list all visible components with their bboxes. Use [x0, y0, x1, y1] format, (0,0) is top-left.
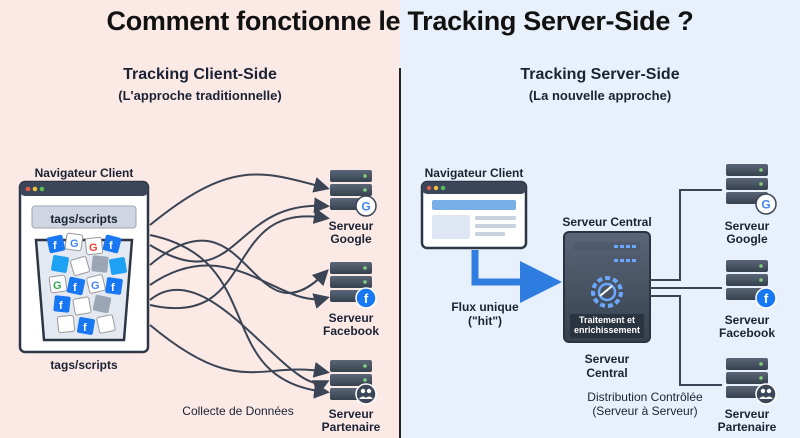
svg-text:G: G	[70, 238, 79, 250]
single-flow-arrow	[471, 250, 562, 303]
svg-text:f: f	[111, 282, 115, 294]
client-side-heading: Tracking Client-Side	[123, 66, 277, 83]
partner-icon	[359, 388, 373, 399]
facebook-icon: f	[764, 291, 769, 306]
page-title: Comment fonctionne le Tracking Server-Si…	[106, 6, 694, 36]
distribution-lines	[650, 189, 722, 386]
google-icon: G	[761, 198, 770, 212]
left-server-facebook: f	[330, 262, 377, 309]
right-server-google: G	[726, 164, 777, 215]
facebook-icon: f	[364, 291, 369, 306]
server-side-browser-window	[420, 180, 528, 250]
client-browser-label: Navigateur Client	[34, 166, 134, 180]
panel-divider	[399, 68, 401, 438]
tags-scripts-bottom-label: tags/scripts	[50, 358, 118, 372]
tangled-data-arrows	[149, 173, 330, 399]
svg-text:f: f	[83, 322, 87, 334]
svg-text:G: G	[89, 242, 98, 254]
left-server-google: G	[330, 170, 377, 217]
tag-tiles: f f G G f f f f G G	[46, 232, 127, 335]
right-server-facebook: f	[726, 260, 777, 309]
tags-scripts-top-label: tags/scripts	[50, 212, 118, 226]
controlled-distribution-label: Distribution Contrôlée(Serveur à Serveur…	[587, 390, 703, 418]
partner-icon	[759, 388, 773, 399]
left-server-partner	[330, 360, 377, 405]
central-server	[563, 231, 651, 343]
svg-text:f: f	[59, 300, 63, 312]
tags-bucket: f f G G f f f f G G	[34, 232, 134, 342]
server-side-heading: Tracking Server-Side	[520, 66, 680, 83]
gear-icon	[591, 276, 623, 308]
svg-text:G: G	[53, 280, 62, 292]
right-server-partner	[726, 358, 777, 405]
server-side-subheading: (La nouvelle approche)	[528, 88, 672, 103]
svg-text:f: f	[109, 240, 113, 252]
single-flow-label: Flux unique("hit")	[451, 300, 519, 328]
central-server-top-label: Serveur Central	[562, 215, 652, 229]
svg-text:f: f	[53, 240, 57, 252]
data-collection-label: Collecte de Données	[182, 404, 294, 418]
client-side-subheading: (L'approche traditionnelle)	[118, 88, 282, 103]
server-side-browser-label: Navigateur Client	[424, 166, 524, 180]
svg-text:G: G	[91, 280, 100, 292]
google-icon: G	[361, 200, 370, 214]
svg-text:f: f	[73, 282, 77, 294]
